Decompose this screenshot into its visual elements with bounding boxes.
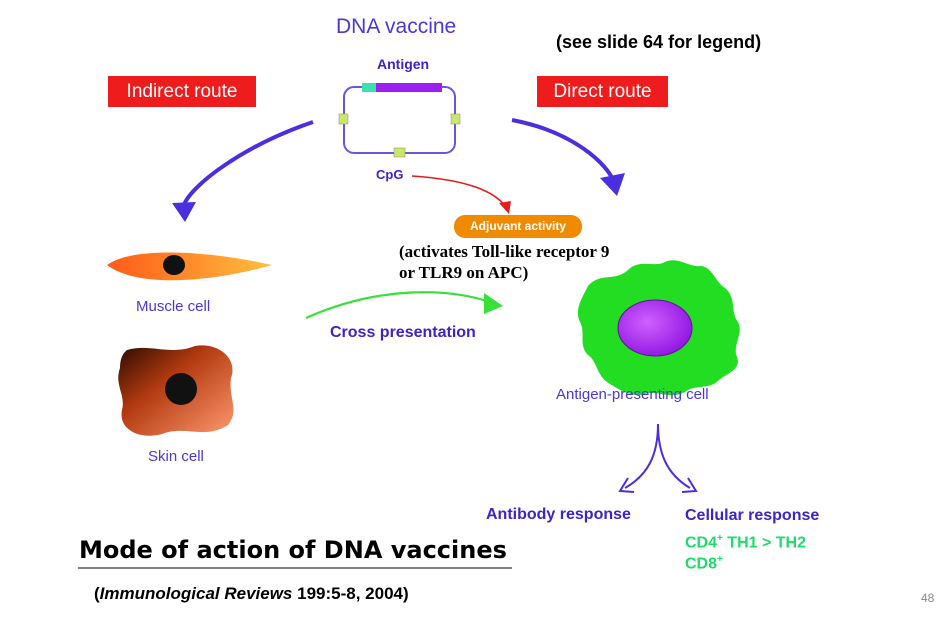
tlr9-note: (activates Toll-like receptor 9 or TLR9 … — [399, 241, 609, 283]
direct-route-badge: Direct route — [537, 76, 668, 107]
plasmid-icon — [338, 83, 461, 158]
diagram-title: DNA vaccine — [336, 15, 457, 38]
cd8-prefix: CD8 — [685, 555, 718, 573]
direct-route-label: Direct route — [553, 80, 652, 102]
cellular-response-label: Cellular response — [685, 507, 820, 524]
skin-cell-nucleus — [165, 373, 197, 405]
indirect-route-arrowhead — [172, 202, 196, 222]
cpg-adjuvant-arrow — [411, 175, 507, 208]
muscle-cell-label: Muscle cell — [136, 298, 211, 315]
cross-presentation-arrowhead — [484, 293, 503, 314]
direct-route-arrow — [511, 118, 615, 181]
indirect-route-label: Indirect route — [126, 80, 238, 102]
citation-open: ( — [94, 584, 100, 603]
cd4-superscript: + — [717, 533, 723, 544]
cross-presentation-arrow — [305, 291, 494, 320]
caption-title: Mode of action of DNA vaccines — [79, 536, 507, 564]
indirect-route-arrow — [181, 120, 314, 208]
antibody-arrowhead — [618, 477, 635, 493]
legend-note: (see slide 64 for legend) — [556, 32, 762, 52]
cd4-suffix: TH1 > TH2 — [722, 534, 806, 552]
cd8-superscript: + — [717, 554, 723, 565]
cellular-arrowhead — [681, 477, 698, 493]
citation-rest: 199:5-8, 2004) — [292, 584, 409, 603]
muscle-cell-icon — [107, 252, 272, 281]
adjuvant-activity-pill — [454, 215, 582, 238]
apc-label: Antigen-presenting cell — [556, 386, 709, 403]
cpg-label: CpG — [376, 167, 404, 182]
citation: (Immunological Reviews 199:5-8, 2004) — [94, 584, 409, 604]
apc-response-stem — [624, 423, 659, 489]
cpg-adjuvant-arrowhead — [499, 201, 511, 214]
antibody-response-label: Antibody response — [486, 506, 631, 523]
cd4-prefix: CD4 — [685, 534, 718, 552]
adjuvant-activity-label: Adjuvant activity — [469, 219, 567, 233]
apc-response-stem-right — [657, 423, 691, 489]
indirect-route-badge: Indirect route — [108, 76, 256, 107]
slide-number: 48 — [921, 591, 935, 605]
cd4-th1-th2-label: CD4+ TH1 > TH2 — [685, 533, 806, 552]
citation-journal: Immunological Reviews — [99, 584, 293, 603]
tlr9-note-line1: (activates Toll-like receptor 9 — [399, 242, 610, 261]
muscle-cell-nucleus — [163, 255, 185, 275]
antigen-label: Antigen — [377, 56, 430, 72]
cross-presentation-label: Cross presentation — [330, 324, 476, 341]
skin-cell-label: Skin cell — [148, 448, 204, 465]
tlr9-note-line2: or TLR9 on APC) — [399, 263, 529, 282]
cd8-label: CD8+ — [685, 554, 723, 573]
apc-nucleus — [617, 299, 693, 357]
direct-route-arrowhead — [600, 173, 625, 196]
